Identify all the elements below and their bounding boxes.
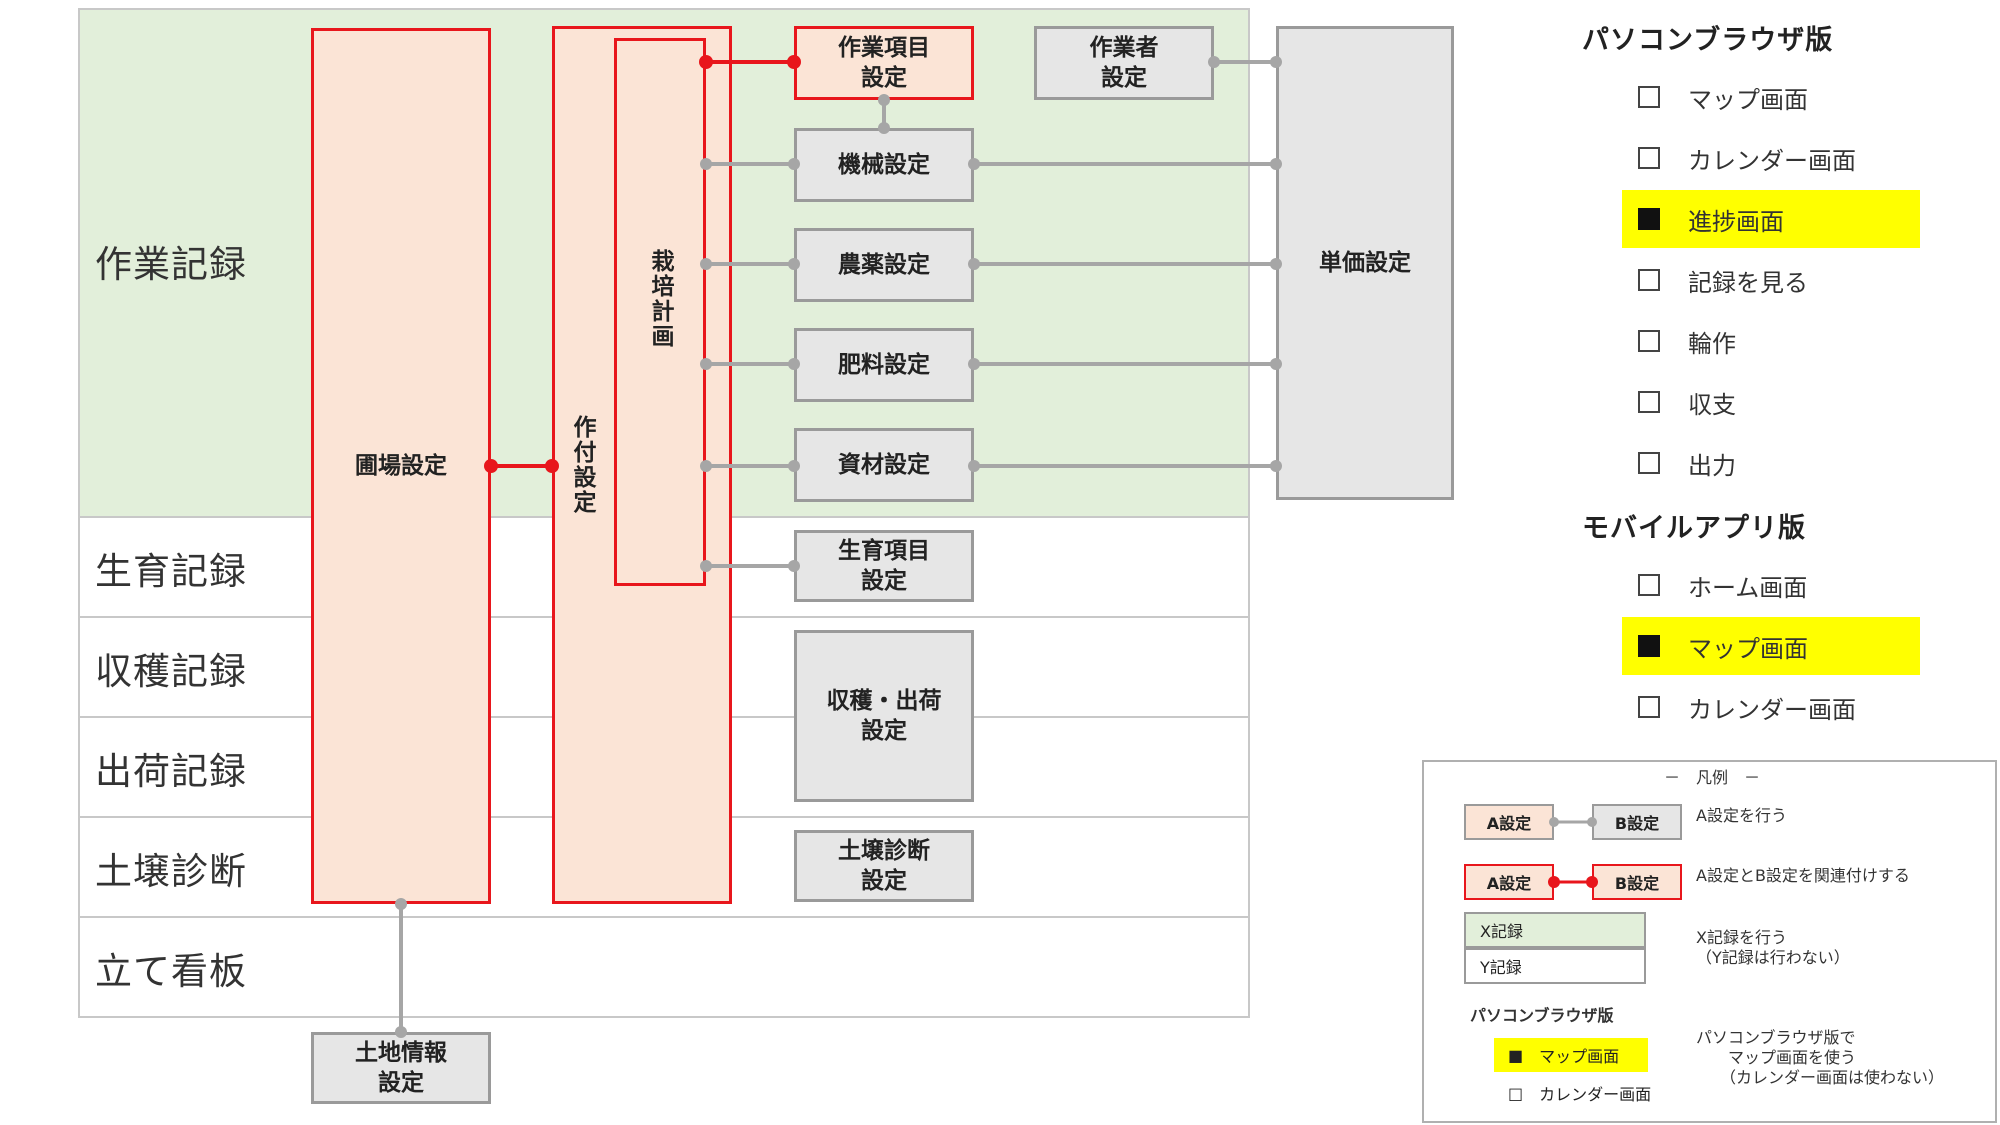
mobile-app-heading: モバイルアプリ版 — [1582, 513, 1806, 544]
pc-item-progress: 進捗画面 — [1622, 190, 1920, 248]
mobile-item-home: ホーム画面 — [1622, 556, 1920, 614]
mobile-item-calendar: カレンダー画面 — [1622, 678, 1920, 736]
checkbox-icon — [1638, 391, 1660, 413]
checkbox-icon — [1638, 269, 1660, 291]
checkbox-icon — [1638, 696, 1660, 718]
worker-setting-box[interactable]: 作業者 設定 — [1034, 26, 1214, 100]
legend-x-record: X記録 — [1464, 912, 1646, 948]
pc-item-rotation: 輪作 — [1622, 312, 1920, 370]
legend-record-desc: X記録を行う （Y記録は行わない） — [1696, 928, 1850, 967]
legend-pc-used: ■マップ画面 — [1494, 1038, 1648, 1072]
legend-title: － 凡例 － — [1664, 768, 1761, 787]
mobile-item-map: マップ画面 — [1622, 617, 1920, 675]
checkbox-icon — [1638, 452, 1660, 474]
legend-a-box-red: A設定 — [1464, 864, 1554, 900]
fertilizer-setting-box[interactable]: 肥料設定 — [794, 328, 974, 402]
row-label-soil: 土壌診断 — [95, 850, 247, 893]
harvest-ship-setting-box[interactable]: 収穫・出荷 設定 — [794, 630, 974, 802]
legend-b-box-gray: B設定 — [1592, 804, 1682, 840]
pc-item-map: マップ画面 — [1622, 68, 1920, 126]
row-label-growth: 生育記録 — [95, 550, 247, 593]
legend-gray-link-desc: A設定を行う — [1696, 806, 1787, 825]
legend-connectors — [1548, 817, 1598, 888]
growth-item-setting-box[interactable]: 生育項目 設定 — [794, 530, 974, 602]
legend-panel: － 凡例 － A設定 B設定 A設定を行う A設定 B設定 A設定とB設定を関連… — [1422, 760, 1997, 1123]
pc-browser-heading: パソコンブラウザ版 — [1582, 25, 1834, 56]
row-label-signboard: 立て看板 — [95, 950, 247, 993]
row-label-shipping: 出荷記録 — [95, 750, 247, 793]
planting-setting-label: 作付設定 — [569, 415, 595, 515]
row-signboard-record — [78, 916, 1250, 1018]
legend-y-record: Y記録 — [1464, 948, 1646, 984]
legend-pc-desc: パソコンブラウザ版で マップ画面を使う （カレンダー画面は使わない） — [1696, 1028, 1945, 1087]
land-info-setting-box[interactable]: 土地情報 設定 — [311, 1032, 491, 1104]
checkbox-icon — [1638, 330, 1660, 352]
material-setting-box[interactable]: 資材設定 — [794, 428, 974, 502]
pc-item-output: 出力 — [1622, 434, 1920, 492]
cultivation-plan-label: 栽培計画 — [647, 249, 673, 349]
pc-item-calendar: カレンダー画面 — [1622, 129, 1920, 187]
legend-empty-mark: □ — [1508, 1083, 1524, 1103]
soil-diagnosis-setting-box[interactable]: 土壌診断 設定 — [794, 830, 974, 902]
checkbox-icon — [1638, 574, 1660, 596]
row-label-work: 作業記録 — [95, 243, 247, 286]
checkbox-icon — [1638, 86, 1660, 108]
legend-pc-unused: □カレンダー画面 — [1508, 1083, 1652, 1105]
pesticide-setting-box[interactable]: 農薬設定 — [794, 228, 974, 302]
row-label-harvest: 収穫記録 — [95, 650, 247, 693]
legend-filled-mark: ■ — [1508, 1045, 1524, 1065]
filled-checkbox-icon — [1638, 635, 1660, 657]
legend-red-link-desc: A設定とB設定を関連付けする — [1696, 866, 1910, 885]
legend-b-box-red: B設定 — [1592, 864, 1682, 900]
pc-item-balance: 収支 — [1622, 373, 1920, 431]
legend-a-box-gray: A設定 — [1464, 804, 1554, 840]
legend-pc-heading: パソコンブラウザ版 — [1470, 1006, 1614, 1025]
checkbox-icon — [1638, 147, 1660, 169]
filled-checkbox-icon — [1638, 208, 1660, 230]
pc-item-view-records: 記録を見る — [1622, 251, 1920, 309]
cultivation-plan-box[interactable]: 栽培計画 — [614, 38, 706, 586]
